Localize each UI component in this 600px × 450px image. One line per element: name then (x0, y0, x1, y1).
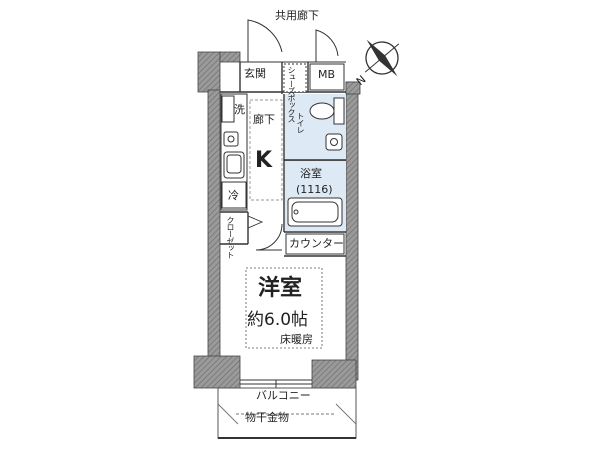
hallway-line (249, 99, 283, 201)
entrance-doors (240, 19, 346, 63)
label-floor-heating: 床暖房 (280, 333, 313, 346)
label-bath-size: (1116) (296, 183, 333, 196)
bathtub (287, 197, 343, 227)
label-western-room: 洋室 (258, 276, 303, 301)
floor-heating-area (245, 267, 323, 349)
outer-walls (193, 51, 361, 389)
label-toilet: トイレ (296, 112, 305, 133)
label-closet: クローゼット (226, 216, 235, 258)
compass-icon (364, 39, 400, 77)
label-room-size: 約6.0帖 (247, 310, 309, 330)
room-door (255, 223, 283, 251)
toilet-fixture (309, 97, 345, 151)
kitchen-counter (220, 93, 248, 211)
label-balcony: バルコニー (256, 389, 311, 402)
label-kitchen: K (255, 148, 273, 173)
label-entrance: 玄関 (244, 67, 266, 80)
balcony (217, 379, 357, 439)
counter-box (285, 233, 345, 255)
mb-box (309, 63, 345, 91)
label-wash: 洗 (234, 103, 245, 116)
shoebox-box (283, 63, 307, 93)
label-fridge: 冷 (228, 189, 239, 202)
label-bath: 浴室 (300, 167, 322, 180)
closet-door (247, 215, 264, 229)
label-clothes-hanger: 物干金物 (245, 411, 289, 424)
label-shoe-box: シューズボックス (287, 66, 296, 122)
label-counter: カウンター (289, 237, 344, 250)
label-hallway: 廊下 (253, 113, 275, 126)
label-shared-corridor: 共用廊下 (275, 9, 319, 22)
label-mb: MB (318, 68, 336, 81)
